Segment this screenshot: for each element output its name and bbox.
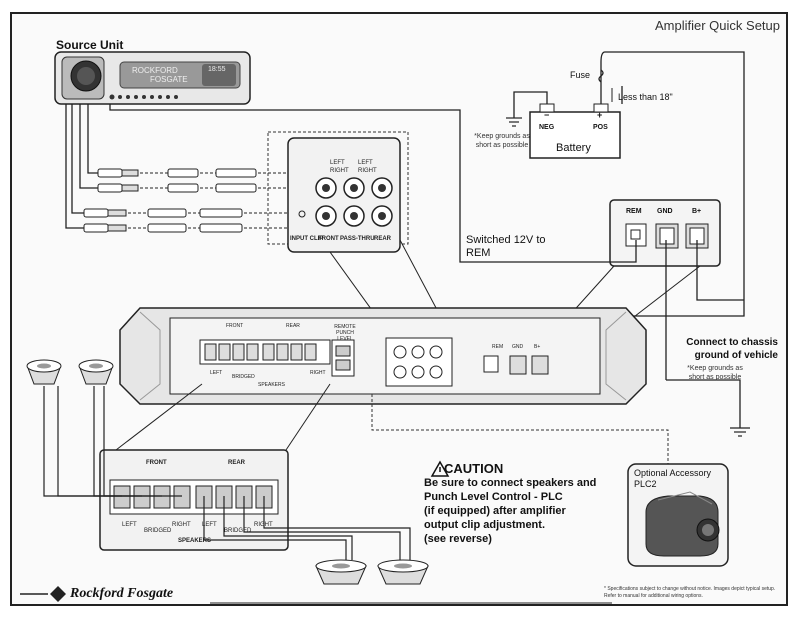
pos-sign: + xyxy=(597,110,603,120)
gnd-label: GND xyxy=(657,208,673,215)
amplifier xyxy=(119,307,647,405)
accessory-label: Optional Accessory xyxy=(634,468,712,478)
source-unit xyxy=(54,51,251,105)
neg-sign: − xyxy=(544,110,550,120)
battery-wires xyxy=(513,51,745,317)
rca-dashed-lines xyxy=(128,172,302,229)
spk-bridged-label: BRIDGED xyxy=(144,528,172,534)
plc-dashed-link xyxy=(371,394,669,468)
battery-ground xyxy=(506,117,522,127)
amp-speakers-label: SPEAKERS xyxy=(258,382,285,388)
rca-right-label: RIGHT xyxy=(330,168,349,174)
spk-right-label: RIGHT xyxy=(172,522,191,528)
speaker-front-right xyxy=(78,359,114,385)
pos-label: POS xyxy=(593,124,608,131)
rca-plugs xyxy=(83,168,257,233)
battery-ground-note: *Keep grounds as short as possible xyxy=(474,133,530,149)
rca-left-label: LEFT xyxy=(330,160,345,166)
spk-rear-label: REAR xyxy=(228,460,246,466)
footer-disclaimer-2: Refer to manual for additional wiring op… xyxy=(604,593,703,599)
speaker-front-left xyxy=(26,359,62,385)
source-unit-label: Source Unit xyxy=(56,38,124,52)
caution-line-2: Punch Level Control - PLC xyxy=(424,491,563,503)
amp-left-label: LEFT xyxy=(210,370,223,376)
amp-bplus-label: B+ xyxy=(534,344,541,350)
neg-label: NEG xyxy=(539,124,555,131)
footer-brand: Rockford Fosgate xyxy=(70,586,174,601)
display-brand-2: FOSGATE xyxy=(150,75,188,84)
amp-gnd-label: GND xyxy=(512,344,524,350)
caution-note: CAUTION Be sure to connect speakers and … xyxy=(424,462,596,546)
battery xyxy=(529,103,621,159)
rca-rear-label: REAR xyxy=(374,236,392,242)
spk-left-label-2: LEFT xyxy=(202,522,217,528)
rca-right-label-2: RIGHT xyxy=(358,168,377,174)
fuse-icon xyxy=(598,69,604,83)
display-brand: ROCKFORD xyxy=(132,66,178,75)
amp-rear-label: REAR xyxy=(286,323,300,329)
amp-remote-punch-label: REMOTE PUNCH LEVEL xyxy=(334,324,356,342)
chassis-ground-label: Connect to chassis ground of vehicle xyxy=(686,337,778,361)
rca-front-label: FRONT xyxy=(318,236,339,242)
amp-bridged-label: BRIDGED xyxy=(232,374,255,380)
power-terminal-panel xyxy=(609,199,721,267)
spk-right-label-2: RIGHT xyxy=(254,522,273,528)
rca-input-clip-label: INPUT CLIP xyxy=(290,236,324,242)
amp-right-label: RIGHT xyxy=(310,370,326,376)
caution-line-4: output clip adjustment. xyxy=(424,519,545,531)
speaker-callout xyxy=(115,383,331,451)
rca-zoom-panel xyxy=(287,137,401,253)
spk-speakers-label: SPEAKERS xyxy=(178,538,212,544)
rca-pass-thru-label: PASS-THRU xyxy=(340,236,375,242)
footer-disclaimer: * Specifications subject to change witho… xyxy=(604,586,780,600)
rockford-logo-icon xyxy=(20,586,612,604)
plc2-accessory xyxy=(627,463,729,567)
rca-left-label-2: LEFT xyxy=(358,160,373,166)
bplus-label: B+ xyxy=(692,208,702,215)
chassis-ground-note: *Keep grounds as short as possible xyxy=(687,365,743,381)
spk-front-label: FRONT xyxy=(146,460,167,466)
caution-line-1: Be sure to connect speakers and xyxy=(424,477,597,489)
switched-rem-label: Switched 12V to REM xyxy=(466,234,546,259)
spk-left-label: LEFT xyxy=(122,522,137,528)
source-rca-wires xyxy=(65,104,98,229)
distance-label: Less than 18" xyxy=(618,92,673,102)
caution-line-3: (if equipped) after amplifier xyxy=(424,505,566,517)
power-wires xyxy=(109,104,744,428)
spk-bridged-label-2: BRIDGED xyxy=(224,528,252,534)
chassis-ground-icon xyxy=(730,427,750,437)
caution-line-5: (see reverse) xyxy=(424,533,492,545)
footer-disclaimer-1: * Specifications subject to change witho… xyxy=(604,586,776,592)
page-title: Amplifier Quick Setup xyxy=(655,18,780,33)
speaker-rear-right xyxy=(377,559,429,585)
caution-heading: CAUTION xyxy=(444,461,504,476)
fuse-label: Fuse xyxy=(570,70,591,80)
battery-label: Battery xyxy=(556,142,591,154)
speaker-terminal-block xyxy=(99,449,289,551)
speaker-rear-left xyxy=(315,559,367,585)
accessory-model: PLC2 xyxy=(634,479,657,489)
amp-front-label: FRONT xyxy=(226,323,244,329)
speaker-wires xyxy=(43,386,411,560)
rem-label: REM xyxy=(626,208,642,215)
caution-icon xyxy=(430,460,450,477)
display-time: 18:55 xyxy=(208,66,226,73)
amp-rem-label: REM xyxy=(492,344,504,350)
